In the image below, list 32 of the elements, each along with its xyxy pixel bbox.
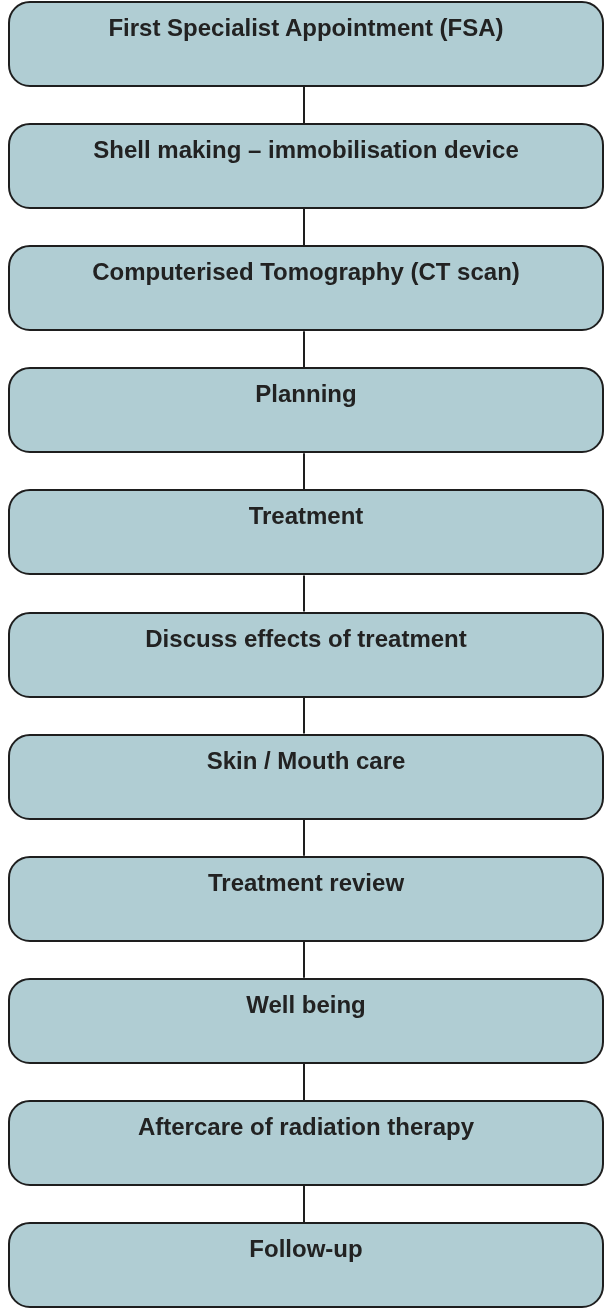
step-label: Well being <box>245 989 367 1020</box>
step-label: Aftercare of radiation therapy <box>136 1111 476 1142</box>
process-box <box>8 1222 604 1308</box>
step-label: Treatment review <box>206 867 406 898</box>
process-box <box>8 1099 604 1186</box>
step-label: Discuss effects of treatment <box>144 623 468 654</box>
process-box <box>8 245 604 332</box>
step-label: Computerised Tomography (CT scan) <box>91 257 521 288</box>
step-label: Skin / Mouth care <box>205 745 407 776</box>
step-label: Shell making – immobilisation device <box>92 135 520 166</box>
connector-line <box>303 452 305 491</box>
step-label: Treatment <box>247 501 365 532</box>
process-box <box>8 611 604 698</box>
connector-line <box>303 330 305 369</box>
process-box <box>8 367 604 454</box>
connector-line <box>303 86 305 125</box>
process-box <box>8 123 604 210</box>
step-label: First Specialist Appointment (FSA) <box>107 13 505 43</box>
connector-line <box>303 940 305 979</box>
connector-line <box>303 696 305 735</box>
process-box <box>8 977 604 1064</box>
connector-line <box>303 1062 305 1101</box>
step-label: Follow-up <box>248 1234 364 1264</box>
connector-line <box>303 574 305 613</box>
connector-line <box>303 1184 305 1223</box>
process-box <box>8 855 604 942</box>
connector-line <box>303 208 305 247</box>
process-box <box>8 489 604 576</box>
process-box <box>8 1 604 87</box>
connector-line <box>303 818 305 857</box>
process-box <box>8 733 604 820</box>
step-label: Planning <box>254 379 358 410</box>
